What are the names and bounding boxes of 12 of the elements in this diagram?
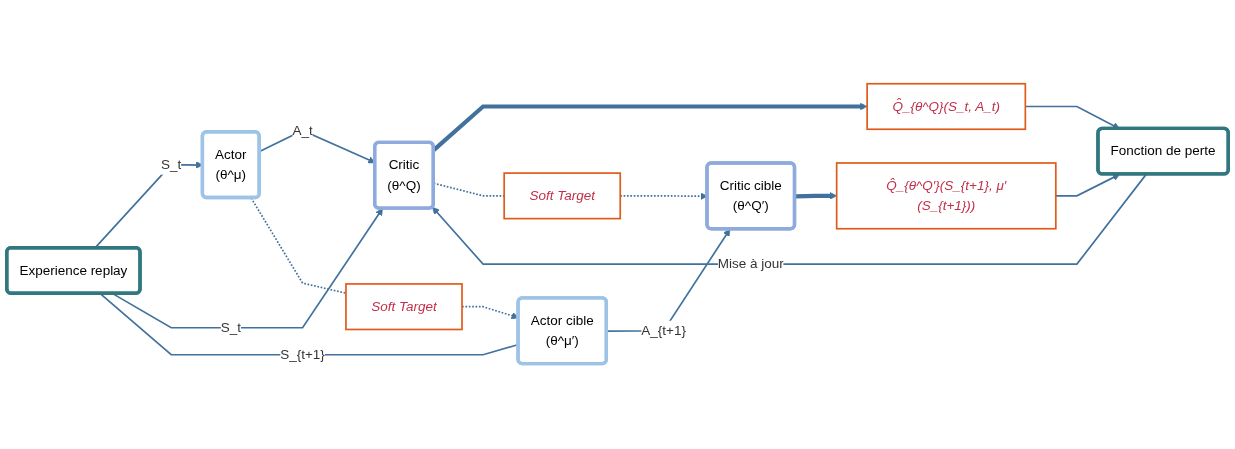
edge-label: S_t (220, 320, 241, 335)
node-box: Soft Target (503, 172, 622, 220)
edge-label: A_t (292, 123, 313, 138)
node-box: Soft Target (345, 283, 463, 331)
arrow (1055, 174, 1120, 197)
arrow (432, 173, 1147, 266)
edge-label: S_{t+1} (280, 347, 325, 362)
node-box: Q̂_{θ^Q}(S_t, A_t) (866, 83, 1027, 131)
node-box: Q̂_{θ^Q′}(S_{t+1}, μ′(S_{t+1})) (835, 162, 1057, 230)
edge-label: Mise à jour (717, 256, 784, 272)
edge-label: S_t (161, 157, 182, 172)
edge-label: A_{t+1} (641, 323, 686, 338)
